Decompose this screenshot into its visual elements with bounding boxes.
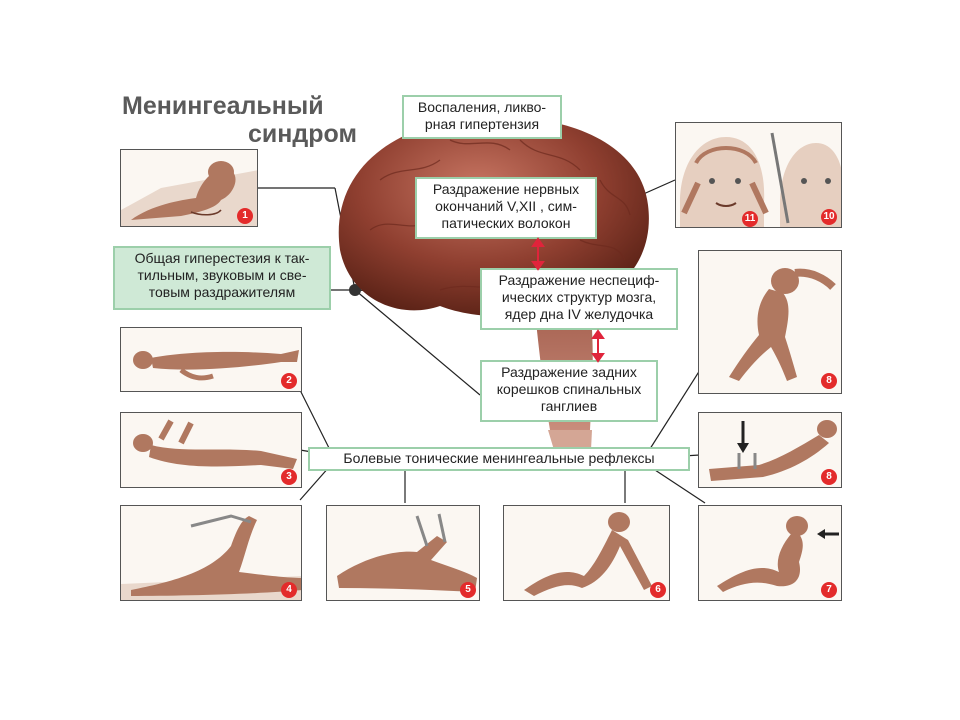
inflammation-box: Воспаления, ликво- рная гипертензия [402, 95, 562, 139]
hyperesthesia-line: Общая гиперестезия к так- [134, 250, 310, 266]
figure-reclining-press [709, 420, 837, 481]
figure-leg-raise [121, 514, 301, 600]
panel-10-11: 11 10 [675, 122, 842, 228]
panel-8-upper: 8 [698, 250, 842, 394]
panel-1: 1 [120, 149, 258, 227]
panel-8-lower: 8 [698, 412, 842, 488]
figure-lying-arched [133, 419, 297, 469]
panel-5: 5 [326, 505, 480, 601]
hyperesthesia-line: тильным, звуковым и све- [137, 267, 307, 283]
nerve-endings-line: Раздражение нервных [432, 181, 580, 197]
panel-number: 8 [821, 373, 837, 389]
figure-knee-flex [337, 513, 477, 592]
posterior-roots-box: Раздражение задних корешков спинальных г… [480, 360, 658, 422]
nonspecific-box: Раздражение неспециф- ических структур м… [480, 268, 678, 330]
figure-lying-head-down [121, 161, 257, 226]
reflexes-box: Болевые тонические менингеальные рефлекс… [308, 447, 690, 471]
panel-4: 4 [120, 505, 302, 601]
inflammation-line: рная гипертензия [424, 116, 540, 132]
panel-6: 6 [503, 505, 670, 601]
panel-number: 10 [821, 209, 837, 225]
nerve-endings-line: окончаний V,XII , сим- [435, 198, 577, 214]
figure-sitting-knees [717, 516, 839, 592]
panel-number: 3 [281, 469, 297, 485]
panel-number: 11 [742, 211, 758, 227]
panel-7: 7 [698, 505, 842, 601]
posterior-roots-line: ганглиев [540, 398, 598, 414]
nerve-endings-line: патических волокон [441, 215, 571, 231]
figure-suspended-child [729, 268, 836, 381]
figure-sitting-tripod [524, 512, 652, 596]
panel-number: 7 [821, 582, 837, 598]
title-line-2: синдром [248, 120, 357, 148]
nonspecific-line: Раздражение неспециф- [498, 272, 660, 288]
panel-number: 1 [237, 208, 253, 224]
nonspecific-line: ядер дна IV желудочка [504, 306, 654, 322]
panel-number: 5 [460, 582, 476, 598]
faces-illustration [680, 132, 841, 227]
posterior-roots-line: Раздражение задних [501, 364, 637, 380]
hyperesthesia-box: Общая гиперестезия к так- тильным, звуко… [113, 246, 331, 310]
inflammation-line: Воспаления, ликво- [417, 99, 547, 115]
nerve-endings-box: Раздражение нервных окончаний V,XII , си… [415, 177, 597, 239]
panel-2: 2 [120, 327, 302, 392]
posterior-roots-line: корешков спинальных [496, 381, 642, 397]
title-line-1: Менингеальный [122, 92, 324, 120]
panel-number: 4 [281, 582, 297, 598]
panel-number: 8 [821, 469, 837, 485]
hyperesthesia-line: товым раздражителям [148, 284, 296, 300]
reflexes-label: Болевые тонические менингеальные рефлекс… [343, 450, 655, 466]
panel-number: 2 [281, 373, 297, 389]
nonspecific-line: ических структур мозга, [501, 289, 657, 305]
panel-number: 6 [650, 582, 666, 598]
figure-lying-supine [133, 350, 299, 381]
panel-3: 3 [120, 412, 302, 488]
